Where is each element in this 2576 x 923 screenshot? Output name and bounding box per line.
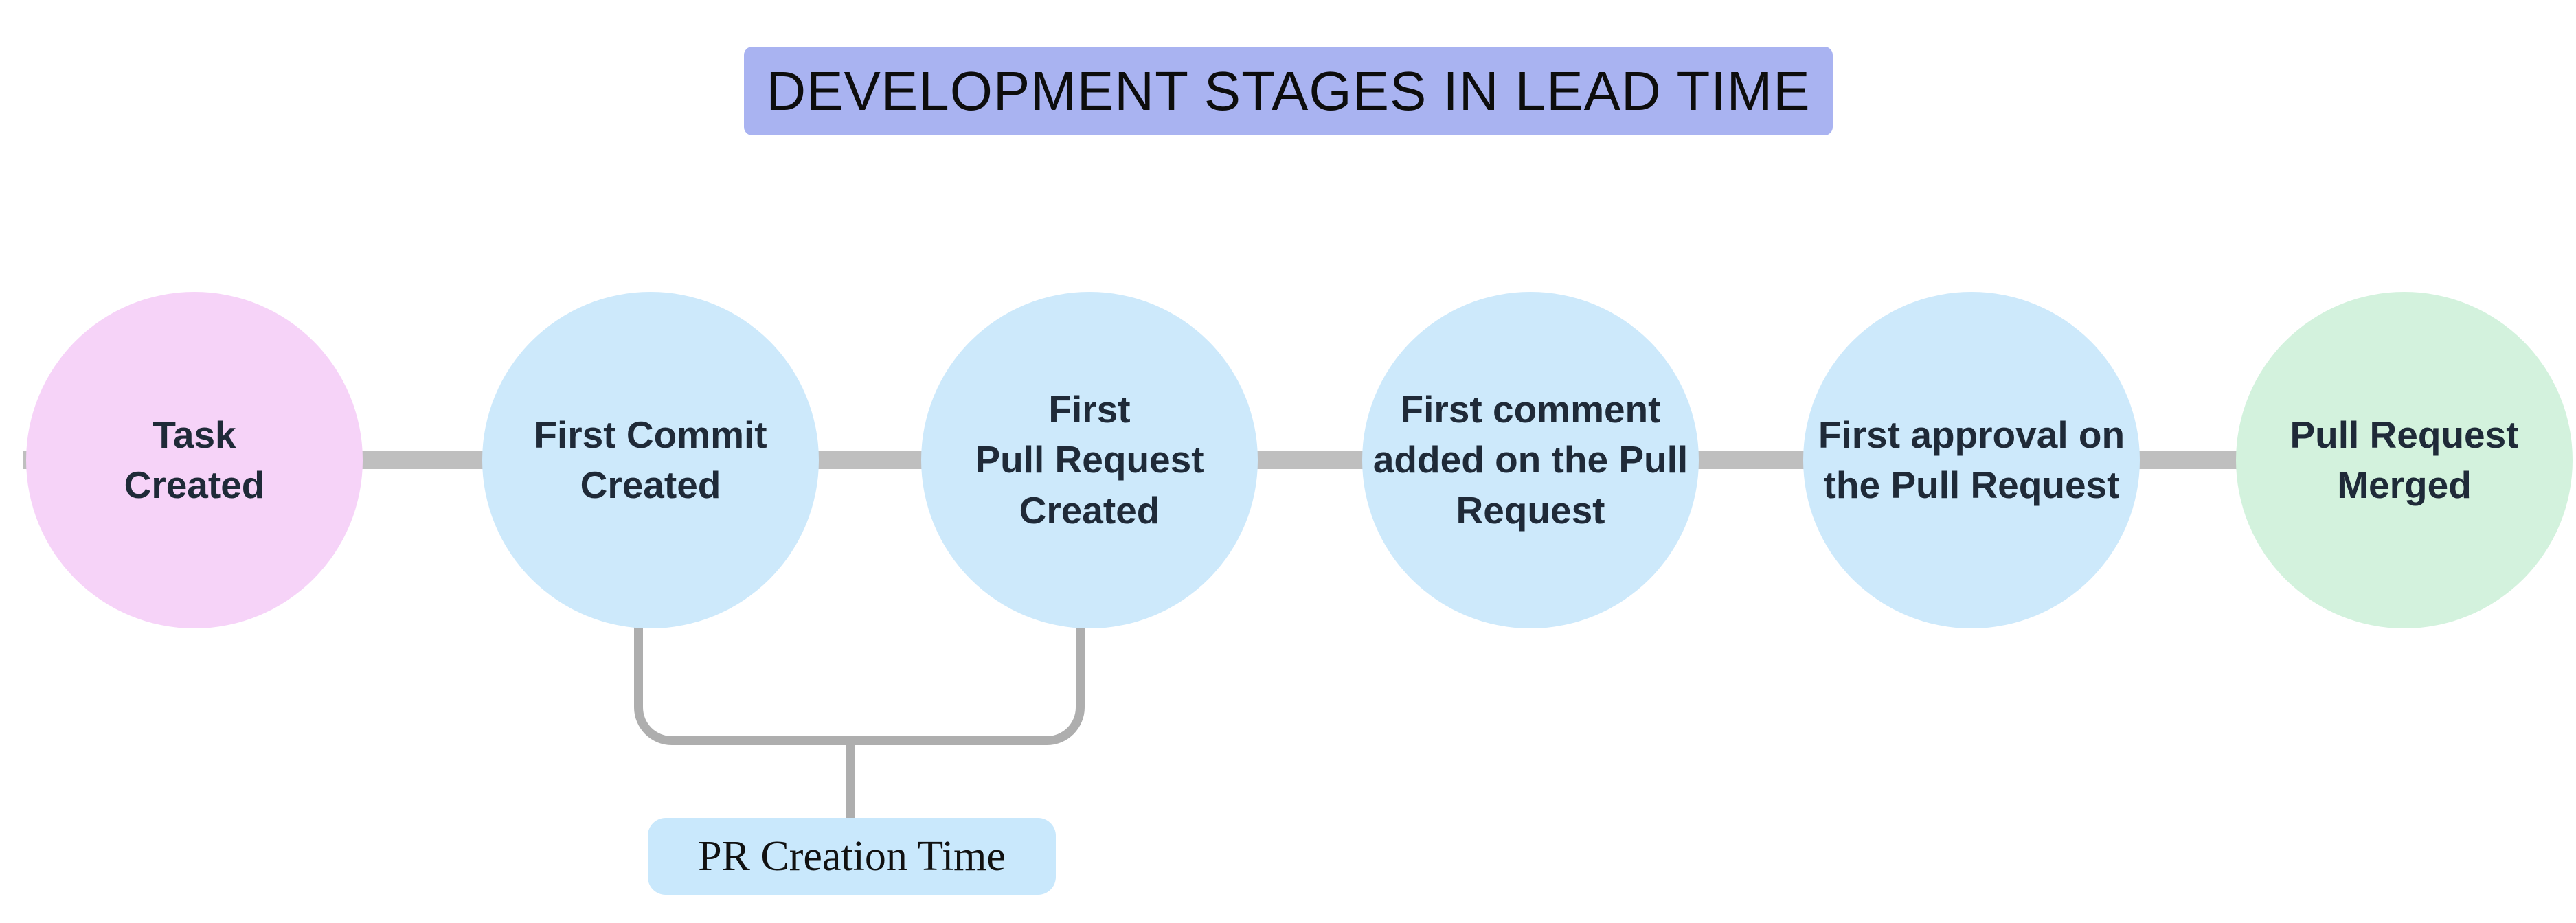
stage-node-first-approval: First approval on the Pull Request: [1803, 292, 2140, 628]
stage-node-task-created: Task Created: [26, 292, 363, 628]
stage-node-first-commit-created: First Commit Created: [482, 292, 819, 628]
stage-node-first-pull-request-created: First Pull Request Created: [921, 292, 1258, 628]
pr-creation-bracket-stem: [846, 744, 855, 819]
pr-creation-time-label: PR Creation Time: [648, 818, 1056, 895]
stage-node-first-comment-added: First comment added on the Pull Request: [1362, 292, 1699, 628]
stage-node-pull-request-merged: Pull Request Merged: [2236, 292, 2573, 628]
diagram-title: DEVELOPMENT STAGES IN LEAD TIME: [744, 47, 1833, 135]
pr-creation-bracket: [634, 615, 1085, 745]
